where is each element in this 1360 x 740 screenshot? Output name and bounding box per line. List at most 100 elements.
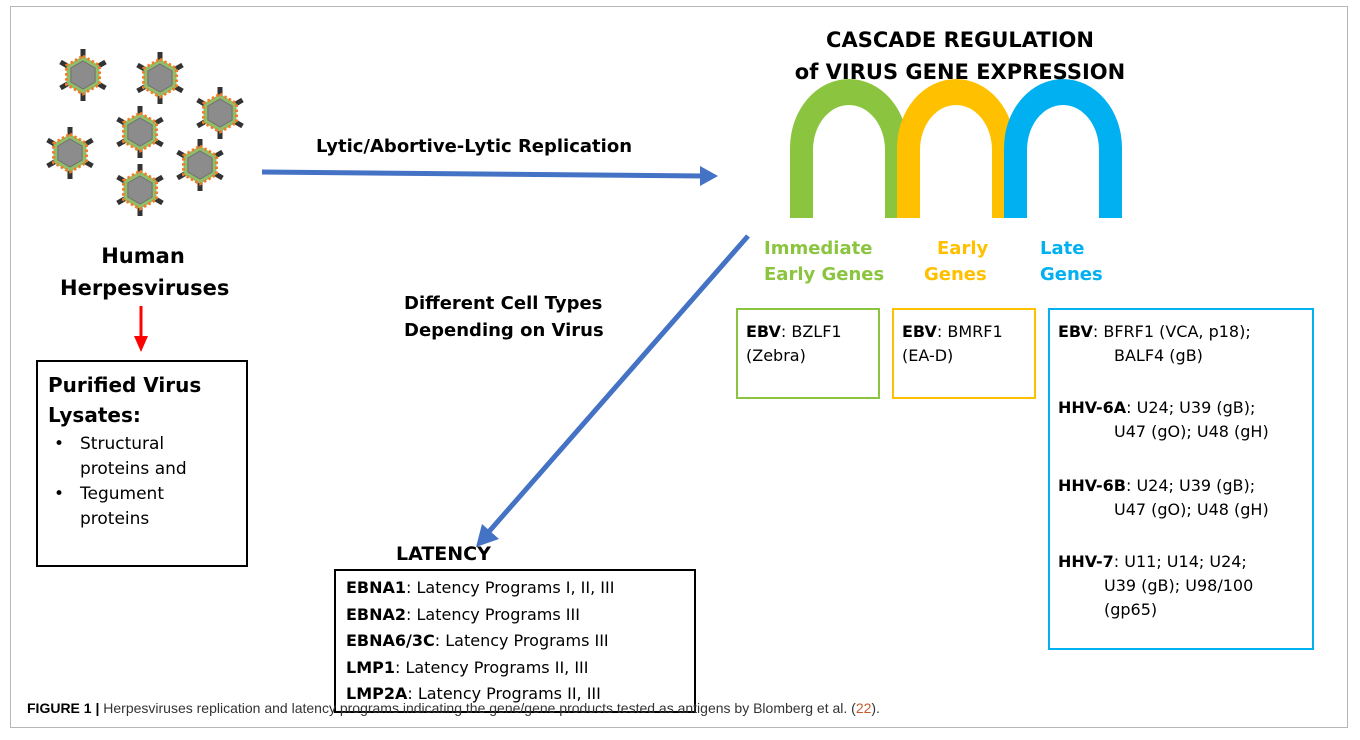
immediate-early-box: EBV: BZLF1 (Zebra) (736, 308, 880, 399)
late-sep: : (1113, 552, 1120, 571)
gene-column-line2: Early Genes (764, 264, 885, 285)
herpesviruses-title: Human Herpesviruses (60, 240, 230, 304)
early-sep: : (936, 322, 943, 341)
virus-icon (118, 164, 163, 216)
gene-column-line1: Immediate (764, 238, 873, 259)
late-sep: : (1126, 398, 1132, 417)
late-genes-cont: U47 (gO); U48 (gH) (1114, 422, 1269, 441)
lysates-item-line1: Tegument (80, 484, 164, 504)
bullet-icon: • (54, 484, 65, 504)
figure-caption: FIGURE 1 | Herpesviruses replication and… (27, 700, 880, 716)
gene-column-line1: Late (1040, 238, 1085, 259)
late-entry-ebv: EBV: BFRF1 (VCA, p18); BALF4 (gB) (1058, 320, 1310, 368)
cell-types-label: Different Cell Types Depending on Virus (404, 290, 604, 344)
virus-icon (138, 52, 183, 104)
lysates-item-line2: proteins (80, 509, 150, 529)
caption-text: Herpesviruses replication and latency pr… (99, 700, 856, 716)
cell-types-label-line2: Depending on Virus (404, 320, 604, 341)
late-entry-hhv6b: HHV-6B: U24; U39 (gB); U47 (gO); U48 (gH… (1058, 474, 1310, 522)
latency-title: LATENCY (396, 543, 491, 565)
late-virus-key: EBV (1058, 322, 1093, 341)
late-sep: : (1092, 322, 1099, 341)
late-genes: U11; U14; U24; (1119, 552, 1247, 571)
gene-column-immediate-early: Immediate Early Genes (764, 236, 894, 288)
ie-gene-product: (Zebra) (746, 346, 806, 365)
arch-blue (1004, 79, 1122, 218)
gene-column-line2: Genes (924, 264, 987, 285)
late-genes-cont: BALF4 (gB) (1114, 346, 1203, 365)
gene-column-line1: Early (937, 238, 989, 259)
early-virus-key: EBV (902, 322, 937, 341)
latency-item: EBNA2: Latency Programs III (346, 602, 614, 629)
latency-item-key: EBNA6/3C (346, 631, 435, 650)
caption-reference-link[interactable]: 22 (855, 700, 872, 716)
early-entry: EBV: BMRF1 (EA-D) (902, 320, 1003, 368)
gene-column-early: Early Genes (924, 236, 1014, 288)
lysates-item-line2: proteins and (80, 459, 187, 479)
gene-column-line2: Genes (1040, 264, 1103, 285)
virus-icon (61, 49, 106, 101)
virus-icon (48, 127, 93, 179)
herpesviruses-title-line1: Human (101, 244, 185, 268)
late-entry-hhv7: HHV-7: U11; U14; U24; U39 (gB); U98/100 … (1058, 550, 1310, 622)
late-virus-key: HHV-7 (1058, 552, 1114, 571)
cascade-title-line1: CASCADE REGULATION (826, 28, 1094, 52)
latency-arrowhead (476, 524, 499, 547)
lysates-box: Purified Virus Lysates: • Structural pro… (36, 360, 248, 567)
cascade-title: CASCADE REGULATION of VIRUS GENE EXPRESS… (760, 24, 1160, 88)
diagram-graphics (0, 0, 1122, 547)
figure-frame (10, 6, 1348, 728)
latency-item-text: : Latency Programs II, III (394, 657, 589, 677)
lysates-title-line1: Purified Virus (48, 373, 202, 397)
lytic-arrowhead (700, 166, 718, 186)
early-box: EBV: BMRF1 (EA-D) (892, 308, 1036, 399)
lysates-title-line2: Lysates: (48, 403, 141, 427)
ie-gene: BZLF1 (786, 322, 842, 341)
late-sep: : (1125, 476, 1132, 495)
cell-types-label-line1: Different Cell Types (404, 293, 603, 314)
late-genes: U24; U39 (gB); (1131, 398, 1256, 417)
late-genes-cont: U47 (gO); U48 (gH) (1114, 500, 1269, 519)
caption-text-end: ). (871, 700, 880, 716)
late-box: EBV: BFRF1 (VCA, p18); BALF4 (gB) HHV-6A… (1048, 308, 1314, 650)
latency-item: LMP2A: Latency Programs II, III (346, 681, 614, 708)
late-virus-key: HHV-6B (1058, 476, 1126, 495)
lysates-item-line1: Structural (80, 434, 165, 454)
immediate-early-entry: EBV: BZLF1 (Zebra) (746, 320, 842, 368)
caption-label: FIGURE 1 | (27, 700, 100, 716)
early-gene: BMRF1 (942, 322, 1003, 341)
latency-item-key: EBNA2 (346, 604, 407, 624)
virus-icon (198, 87, 243, 139)
latency-item-key: LMP2A (346, 684, 408, 703)
virus-icon (118, 106, 163, 158)
late-genes-cont2: (gp65) (1104, 600, 1158, 619)
ie-virus-key: EBV (746, 322, 781, 341)
lytic-arrow (261, 169, 705, 179)
latency-item-text: : Latency Programs I, II, III (406, 578, 615, 597)
late-genes-cont: U39 (gB); U98/100 (1104, 576, 1254, 595)
latency-item: EBNA1: Latency Programs I, II, III (346, 575, 614, 602)
latency-arrow (484, 234, 750, 537)
latency-item-text: : Latency Programs III (434, 631, 609, 650)
latency-item-text: : Latency Programs II, III (407, 684, 601, 703)
late-genes: BFRF1 (VCA, p18); (1098, 322, 1251, 341)
latency-item-text: : Latency Programs III (406, 604, 580, 624)
gene-column-late: Late Genes (1040, 236, 1130, 288)
early-gene-product: (EA-D) (902, 346, 954, 365)
late-virus-key: HHV-6A (1058, 398, 1127, 417)
lysate-arrowhead (134, 336, 148, 352)
lysates-title: Purified Virus Lysates: (48, 370, 201, 430)
latency-item: LMP1: Latency Programs II, III (346, 655, 614, 682)
arch-yellow (897, 79, 1015, 218)
lytic-replication-label: Lytic/Abortive-Lytic Replication (316, 136, 633, 157)
latency-list: EBNA1: Latency Programs I, II, III EBNA2… (346, 575, 614, 708)
latency-item-key: EBNA1 (346, 578, 407, 597)
cascade-title-line2: of VIRUS GENE EXPRESSION (794, 60, 1126, 84)
latency-item-key: LMP1 (346, 657, 395, 677)
virus-icon (178, 139, 223, 191)
arch-green (790, 79, 908, 218)
bullet-icon: • (54, 434, 65, 454)
late-entry-hhv6a: HHV-6A: U24; U39 (gB); U47 (gO); U48 (gH… (1058, 396, 1310, 444)
herpesviruses-title-line2: Herpesviruses (60, 276, 230, 300)
latency-box: EBNA1: Latency Programs I, II, III EBNA2… (334, 569, 696, 713)
